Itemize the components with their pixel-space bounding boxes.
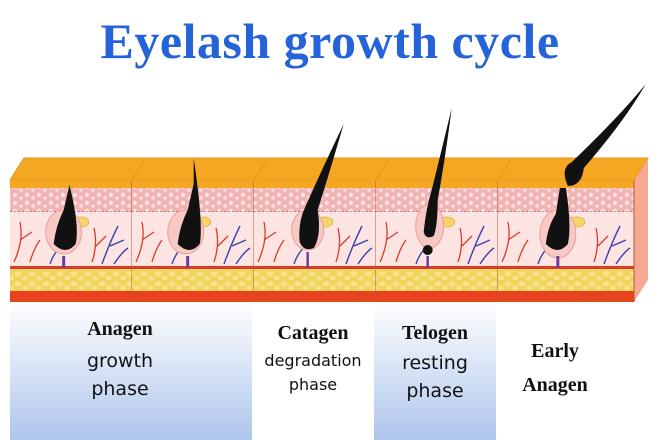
phase-label-early-anagen: Early Anagen <box>500 334 610 402</box>
skin-block-4 <box>375 108 513 302</box>
subcutaneous-fat-layer <box>10 269 132 291</box>
phase-background-telogen <box>374 300 496 440</box>
epidermis-front <box>498 180 634 188</box>
phase-name-telogen: Telogen <box>402 322 468 344</box>
dermis-bottom-vessel <box>10 266 132 269</box>
epidermis-front <box>10 180 132 188</box>
phase-background-catagen <box>252 300 374 440</box>
phase-label-anagen: Anagen growth phase <box>60 318 180 403</box>
phase-desc-anagen-1: growth <box>86 350 154 372</box>
skin-block-2 <box>131 157 269 302</box>
blood-vessel-blue <box>101 225 129 265</box>
muscle-base-layer <box>254 291 376 302</box>
blood-vessel-blue <box>223 225 251 265</box>
epidermis-top <box>131 157 269 181</box>
eyelash-hair <box>423 108 452 238</box>
subcutaneous-fat-layer <box>132 269 254 291</box>
blood-vessel-blue <box>603 225 631 265</box>
phase-label-catagen: Catagen degradation phase <box>252 322 374 397</box>
dermis-bottom-vessel <box>376 266 498 269</box>
dermis-bottom-vessel <box>132 266 254 269</box>
subcutaneous-fat-layer <box>254 269 376 291</box>
epidermis-top <box>9 157 147 181</box>
eyelash-hair <box>299 124 344 250</box>
blood-vessel-red <box>379 221 407 263</box>
phase-desc-telogen-2: phase <box>406 380 464 402</box>
phase-name-early-anagen: Early Anagen <box>522 340 588 396</box>
eyelash-hair <box>177 158 201 250</box>
blood-vessel-red-2 <box>91 227 107 263</box>
muscle-base-layer <box>10 291 132 302</box>
eyelash-hair <box>53 184 77 250</box>
epidermis-front <box>132 180 254 188</box>
blood-vessel-red-2 <box>593 227 609 263</box>
blood-vessel-blue <box>467 225 495 265</box>
blood-vessel-red-2 <box>213 227 229 263</box>
skin-block-5 <box>497 84 649 302</box>
subcutaneous-fat-layer <box>498 269 634 291</box>
blood-vessel-blue <box>345 225 373 265</box>
shedding-eyelash-hair <box>564 84 646 186</box>
blood-vessel-red <box>501 221 529 263</box>
new-hair-bulb <box>422 245 433 255</box>
dermis-bottom-vessel <box>498 266 634 269</box>
muscle-base-layer <box>376 291 498 302</box>
page-title: Eyelash growth cycle <box>100 13 560 69</box>
muscle-base-layer <box>132 291 254 302</box>
phase-desc-catagen-1: degradation <box>264 351 362 370</box>
muscle-base-layer <box>498 291 634 302</box>
blood-vessel-red-2 <box>457 227 473 263</box>
dermis-bottom-vessel <box>254 266 376 269</box>
epidermis-front <box>254 180 376 188</box>
phase-name-anagen: Anagen <box>87 318 153 340</box>
phase-desc-telogen-1: resting <box>402 352 468 374</box>
phase-desc-catagen-2: phase <box>288 375 338 394</box>
phase-label-telogen: Telogen resting phase <box>374 322 496 405</box>
phase-background-early-anagen <box>496 300 636 440</box>
skin-block-3 <box>253 124 391 302</box>
block-side-face <box>634 158 648 302</box>
phase-background-anagen <box>10 300 252 440</box>
blood-vessel-red <box>13 221 41 263</box>
subcutaneous-fat-layer <box>376 269 498 291</box>
skin-block-1 <box>9 157 147 302</box>
blood-vessel-red-2 <box>335 227 351 263</box>
blood-vessel-red <box>135 221 163 263</box>
new-eyelash-hair <box>545 188 570 250</box>
phase-name-catagen: Catagen <box>277 322 349 344</box>
blood-vessel-red <box>257 221 285 263</box>
phase-desc-anagen-2: phase <box>91 378 149 400</box>
